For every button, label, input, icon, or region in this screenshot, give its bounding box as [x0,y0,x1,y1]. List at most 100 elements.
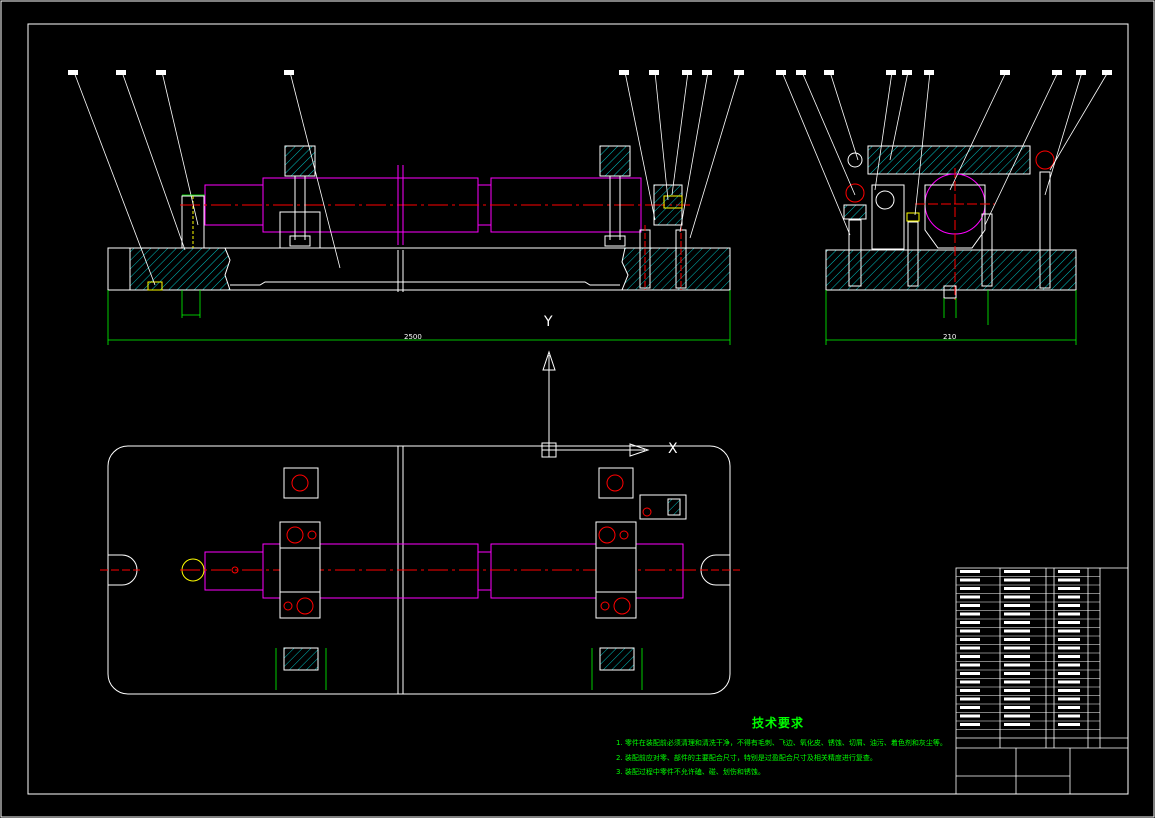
side-post-left [848,219,862,287]
side-width-dimension: 210 [943,333,957,341]
side-pivot-right [1035,150,1055,170]
title-block-rows [956,570,1100,730]
parts-list-cell-text [960,706,980,709]
parts-list-cell-text [1004,680,1030,684]
tech-requirements-title: 技术要求 [752,716,805,730]
parts-list-cell-text [1004,689,1030,692]
top-center-mark [231,566,239,574]
side-post-mid-b [981,213,993,287]
part-leaders-front [73,71,741,286]
side-pin [906,212,920,222]
top-v-block-right-bolt-a [598,526,616,544]
side-support-bolt [875,190,895,210]
parts-list-cell-text [1004,706,1030,709]
part-leaders-side [781,71,1109,236]
parts-list-cell-text [1058,697,1080,701]
top-v-block-right-pin-a [619,530,629,540]
parts-list-cell-text [960,672,980,675]
tech-note-3: 3. 装配过程中零件不允许磕、碰、划伤和锈蚀。 [616,768,765,776]
parts-list-cell-text [1058,655,1080,658]
side-base [825,249,1077,291]
top-clamp-left-bolt [291,474,309,492]
parts-list-cell-text [1004,621,1030,624]
right-fixture-pin [663,195,683,209]
front-dimensions [107,194,731,345]
top-right-fixture-pin [642,507,652,517]
parts-list-cell-text [960,680,980,684]
parts-list-cell-text [1004,697,1030,701]
parts-list-cell-text [1004,612,1030,616]
top-view [100,445,740,695]
side-dimensions [825,290,1077,345]
parts-list-cell-text [960,723,980,726]
parts-list-cell-text [960,595,980,599]
ucs-icon [541,350,650,458]
side-lever-left [845,183,865,203]
parts-list-cell-text [960,578,980,582]
section-detail-right [599,647,635,671]
side-v-block [924,184,986,249]
parts-list-cell-text [1058,587,1080,590]
side-post-mid-a [907,221,919,287]
parts-list-cell-text [1004,629,1030,633]
parts-list-cell-text [1004,587,1030,590]
parts-list-cell-text [1058,595,1080,599]
drawing-frame [27,23,1129,795]
parts-list-cell-text [1058,604,1080,607]
top-shaft-end [204,551,264,591]
parts-list-cell-text [1058,578,1080,582]
clamp-block-left [284,145,316,177]
top-v-block-left-bolt-a [286,526,304,544]
side-view [776,70,1112,345]
locating-pin-left [147,281,163,291]
top-v-block-left [279,521,321,619]
parts-list-cell-text [1004,570,1030,573]
parts-list-cell-text [1004,646,1030,650]
title-block [955,567,1129,795]
parts-list-cell-text [1004,595,1030,599]
parts-list-cell-text [960,714,980,718]
parts-list-cell-text [1004,638,1030,641]
parts-list-cell-text [1058,612,1080,616]
top-shaft-collar [477,551,492,591]
top-right-fixture-block [667,498,681,516]
right-fixture-block [653,184,683,226]
tech-note-1: 1. 零件在装配前必须清理和清洗干净，不得有毛刺、飞边、氧化皮、锈蚀、切屑、油污… [616,739,947,747]
side-post-right [1039,171,1051,289]
top-v-block-left-pin-b [283,601,293,611]
side-pivot-left [847,152,863,168]
parts-list-cell-text [960,621,980,624]
parts-list-cell-text [960,570,980,573]
front-view [68,70,744,345]
side-bottom-pin [943,285,957,299]
parts-list-cell-text [960,604,980,607]
top-clamp-right-bolt [606,474,624,492]
parts-list-cell-text [960,697,980,701]
top-right-fixture [639,494,687,520]
clamp-nut-left [289,235,311,247]
parts-list-cell-text [1058,723,1080,726]
parts-list-cell-text [1004,655,1030,658]
parts-list-cell-text [1004,714,1030,718]
parts-list-cell-text [960,638,980,641]
parts-list-cell-text [1058,680,1080,684]
parts-list-cell-text [1058,714,1080,718]
section-detail-left [283,647,319,671]
parts-list-cell-text [960,655,980,658]
x-axis-label: X [668,441,678,457]
top-shaft-right [490,543,684,599]
parts-list-cell-text [1004,578,1030,582]
top-clamp-left [283,467,319,499]
parts-list-cell-text [1058,646,1080,650]
top-v-block-right-bolt-b [613,597,631,615]
parts-list-cell-text [1058,672,1080,675]
clamp-nut-right [604,235,626,247]
parts-list-cell-text [960,629,980,633]
clamp-block-right [599,145,631,177]
side-support [871,184,905,250]
part-numbers-side [776,70,1112,75]
part-numbers-front [68,70,744,75]
top-base-outline [107,445,731,695]
parts-list-cell-text [1058,570,1080,573]
